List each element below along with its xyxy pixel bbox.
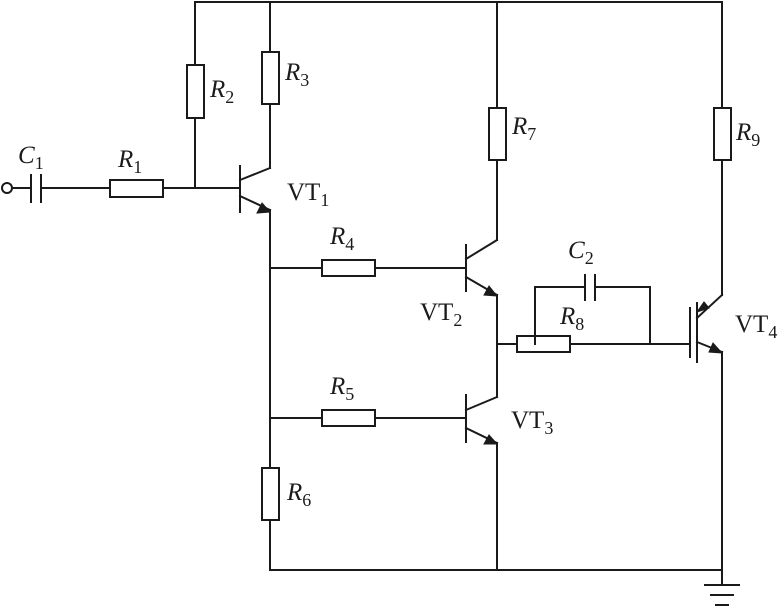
label-vt1: VT1: [287, 179, 329, 210]
label-r2: R2: [209, 76, 234, 107]
label-r4: R4: [329, 223, 354, 254]
resistor-r6: [261, 467, 280, 521]
resistor-r1: [109, 179, 164, 198]
transistors: [238, 165, 724, 445]
label-vt4: VT4: [735, 311, 777, 342]
label-r6: R6: [286, 479, 311, 510]
resistor-r2: [186, 64, 205, 119]
label-r3: R3: [284, 59, 309, 90]
label-r7: R7: [511, 113, 536, 144]
label-vt2: VT2: [420, 299, 462, 330]
transistor-vt2: [464, 238, 499, 297]
resistor-r5: [321, 409, 376, 427]
label-vt3: VT3: [511, 407, 553, 438]
transistor-vt1: [238, 165, 272, 214]
resistor-r7: [488, 107, 507, 161]
label-c2: C2: [568, 237, 594, 268]
wires: [11, 1, 723, 586]
vt2-emitter-arrow: [483, 285, 499, 297]
resistor-r4: [321, 259, 376, 277]
capacitor-c2: [584, 274, 596, 301]
transistor-vt4: [689, 293, 724, 363]
input-terminal: [1, 182, 13, 194]
transistor-vt3: [464, 394, 499, 445]
label-r1: R1: [117, 146, 142, 177]
labels: C1 R1 R2 R3 VT1 R4 R5 R6 R7 VT2 VT3: [18, 59, 777, 510]
components: [1, 51, 740, 606]
vt4-emitter-arrow: [708, 342, 724, 354]
label-r9: R9: [735, 119, 760, 150]
resistor-r8: [516, 335, 571, 353]
c2-loop-wire-right: [594, 286, 651, 345]
ground-icon: [704, 584, 740, 606]
resistor-r3: [261, 51, 280, 105]
label-c1: C1: [18, 142, 44, 173]
label-r5: R5: [329, 373, 354, 404]
vt4-collector-arrow: [695, 301, 710, 313]
capacitor-c1: [30, 174, 42, 203]
vt1-emitter-arrow: [256, 202, 272, 214]
vt3-emitter-arrow: [483, 434, 499, 445]
resistor-r9: [713, 107, 732, 161]
c2-loop-wire: [534, 286, 586, 345]
label-r8: R8: [559, 303, 584, 334]
